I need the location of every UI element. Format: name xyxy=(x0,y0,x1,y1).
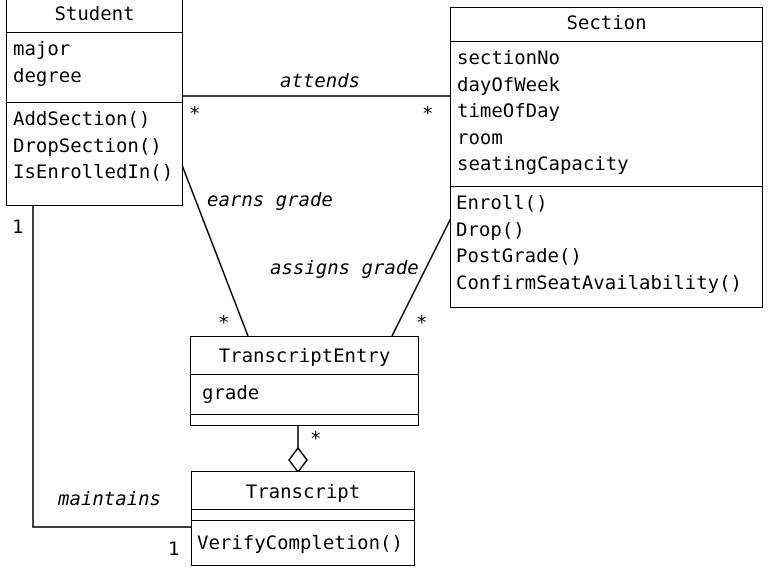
operation: DropSection() xyxy=(13,134,162,157)
attributes-compartment: grade xyxy=(191,375,418,415)
class-student[interactable]: Student major degree AddSection() DropSe… xyxy=(6,0,183,206)
maintains-label: maintains xyxy=(58,488,161,510)
attribute: sectionNo xyxy=(457,47,560,69)
maintains-line xyxy=(32,205,192,528)
assigns-grade-line xyxy=(391,217,452,337)
attribute: degree xyxy=(13,64,82,87)
attends-student-multiplicity: * xyxy=(189,103,201,125)
attributes-compartment: major degree xyxy=(7,33,182,103)
class-transcript-entry[interactable]: TranscriptEntry grade xyxy=(190,336,419,426)
assigns-grade-entry-multiplicity: * xyxy=(416,312,428,334)
operation: VerifyCompletion() xyxy=(197,532,403,554)
earns-grade-line xyxy=(181,164,249,337)
attribute: seatingCapacity xyxy=(457,153,629,175)
operation: AddSection() xyxy=(13,108,151,130)
class-transcript[interactable]: Transcript VerifyCompletion() xyxy=(191,471,415,566)
assigns-grade-label: assigns grade xyxy=(270,257,419,279)
earns-grade-label: earns grade xyxy=(207,189,333,211)
class-section[interactable]: Section sectionNo dayOfWeek timeOfDay ro… xyxy=(450,7,763,308)
attribute: grade xyxy=(202,382,260,404)
operation: Drop() xyxy=(456,218,525,241)
operations-compartment: Enroll() Drop() PostGrade() ConfirmSeatA… xyxy=(451,187,762,298)
operations-compartment: VerifyCompletion() xyxy=(192,521,414,559)
aggregation-entry-multiplicity: * xyxy=(310,428,322,450)
maintains-transcript-multiplicity: 1 xyxy=(168,538,180,560)
attributes-compartment: sectionNo dayOfWeek timeOfDay room seati… xyxy=(451,42,762,187)
class-name: TranscriptEntry xyxy=(191,337,418,375)
aggregation-diamond xyxy=(288,446,308,474)
earns-grade-entry-multiplicity: * xyxy=(218,312,230,334)
class-name: Student xyxy=(7,0,182,33)
attribute: timeOfDay xyxy=(457,100,560,122)
operations-compartment: AddSection() DropSection() IsEnrolledIn(… xyxy=(7,103,182,188)
attribute: room xyxy=(457,126,503,149)
attends-section-multiplicity: * xyxy=(422,103,434,125)
operation: PostGrade() xyxy=(456,245,582,267)
maintains-student-multiplicity: 1 xyxy=(12,216,24,238)
operation: ConfirmSeatAvailability() xyxy=(456,271,742,294)
attribute: major xyxy=(13,38,71,60)
operations-compartment xyxy=(191,415,418,424)
attributes-compartment xyxy=(192,510,414,521)
class-name: Section xyxy=(451,8,762,42)
operation: IsEnrolledIn() xyxy=(13,161,174,183)
attribute: dayOfWeek xyxy=(457,73,560,96)
class-name: Transcript xyxy=(192,472,414,510)
attends-label: attends xyxy=(280,70,361,92)
operation: Enroll() xyxy=(456,192,548,214)
